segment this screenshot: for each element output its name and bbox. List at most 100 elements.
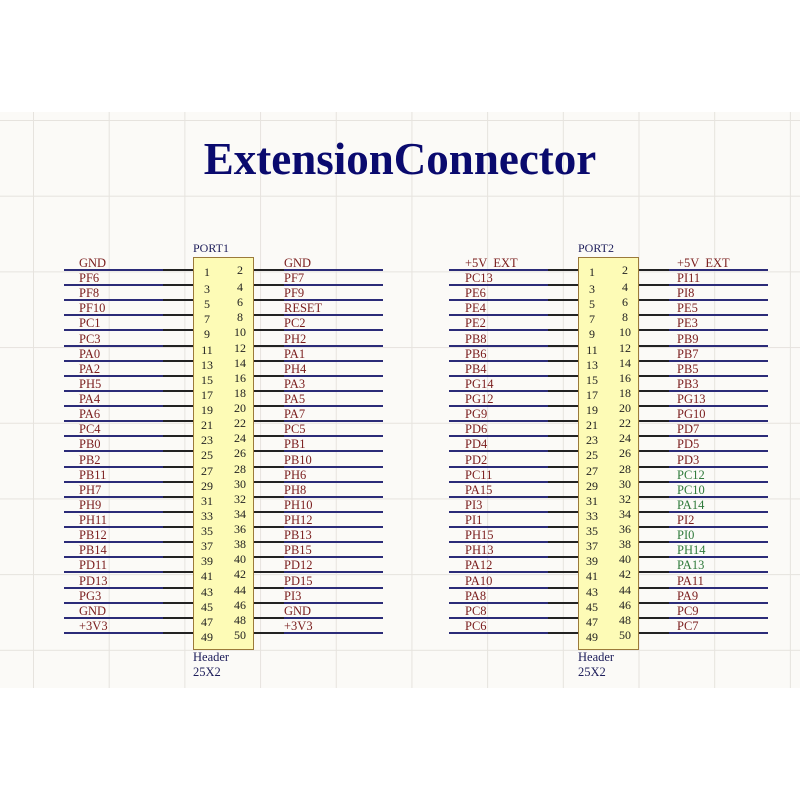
pin-number-even: 30 — [619, 477, 631, 491]
net-label-left: PD2 — [465, 453, 488, 467]
net-label-left: PC3 — [79, 332, 101, 346]
pin-number-odd: 33 — [201, 509, 213, 523]
pin-number-even: 42 — [619, 567, 631, 581]
pin-number-odd: 13 — [201, 358, 213, 372]
pin-number-odd: 47 — [201, 615, 213, 629]
net-wire-left — [64, 314, 193, 316]
net-label-left: PH5 — [79, 377, 102, 391]
net-wire-right — [254, 269, 383, 271]
net-wire-left — [449, 329, 578, 331]
net-wire-left — [449, 269, 578, 271]
schematic-sheet-grid — [0, 112, 800, 688]
net-wire-left — [64, 511, 193, 513]
pin-number-even: 26 — [234, 446, 246, 460]
net-wire-right — [639, 314, 768, 316]
net-wire-left — [449, 299, 578, 301]
net-label-left: PB6 — [465, 347, 487, 361]
net-label-right: PB9 — [677, 332, 699, 346]
net-label-right: PA14 — [677, 498, 705, 512]
net-label-right: PA11 — [677, 574, 704, 588]
pin-number-even: 38 — [619, 537, 631, 551]
schematic-title: ExtensionConnector — [203, 134, 597, 184]
pin-number-odd: 41 — [201, 569, 213, 583]
net-wire-right — [639, 329, 768, 331]
pin-number-odd: 13 — [586, 358, 598, 372]
pin-number-odd: 25 — [586, 448, 598, 462]
pin-number-even: 24 — [619, 431, 631, 445]
net-wire-left — [64, 450, 193, 452]
net-wire-left — [64, 466, 193, 468]
pin-number-even: 30 — [234, 477, 246, 491]
net-wire-right — [639, 571, 768, 573]
pin-number-odd: 23 — [586, 433, 598, 447]
pin-number-odd: 1 — [204, 265, 210, 279]
net-label-right: PH4 — [284, 362, 307, 376]
net-wire-left — [64, 405, 193, 407]
net-wire-right — [254, 345, 383, 347]
net-wire-left — [64, 571, 193, 573]
net-wire-left — [449, 420, 578, 422]
net-label-right: PA13 — [677, 558, 705, 572]
net-label-left: +3V3 — [79, 619, 108, 633]
pin-number-odd: 5 — [589, 297, 595, 311]
pin-number-even: 38 — [234, 537, 246, 551]
net-wire-left — [449, 526, 578, 528]
net-wire-left — [449, 450, 578, 452]
pin-number-even: 18 — [234, 386, 246, 400]
net-label-right: PD7 — [677, 422, 700, 436]
net-label-left: PG3 — [79, 589, 102, 603]
net-label-right: PC5 — [284, 422, 306, 436]
net-label-right: PI11 — [677, 271, 701, 285]
pin-number-odd: 45 — [586, 600, 598, 614]
pin-number-even: 40 — [234, 552, 246, 566]
net-wire-left — [449, 284, 578, 286]
pin-number-odd: 29 — [586, 479, 598, 493]
net-wire-right — [639, 269, 768, 271]
pin-number-even: 24 — [234, 431, 246, 445]
pin-number-even: 8 — [237, 310, 243, 324]
net-wire-left — [64, 481, 193, 483]
net-wire-right — [254, 571, 383, 573]
net-label-left: PB4 — [465, 362, 487, 376]
net-label-left: PD11 — [79, 558, 108, 572]
net-wire-left — [449, 314, 578, 316]
net-wire-right — [639, 345, 768, 347]
pin-number-even: 22 — [234, 416, 246, 430]
pin-number-even: 50 — [619, 628, 631, 642]
net-wire-right — [254, 556, 383, 558]
net-wire-right — [639, 375, 768, 377]
net-label-right: +5V EXT — [677, 256, 730, 270]
net-wire-right — [639, 587, 768, 589]
pin-number-odd: 35 — [201, 524, 213, 538]
pin-number-even: 6 — [237, 295, 243, 309]
net-wire-left — [449, 466, 578, 468]
pin-number-even: 32 — [234, 492, 246, 506]
net-label-left: PD13 — [79, 574, 108, 588]
net-wire-right — [254, 541, 383, 543]
net-label-left: PF6 — [79, 271, 100, 285]
pin-number-even: 34 — [234, 507, 246, 521]
pin-number-even: 20 — [234, 401, 246, 415]
net-wire-right — [254, 329, 383, 331]
pin-number-odd: 25 — [201, 448, 213, 462]
pin-number-odd: 39 — [586, 554, 598, 568]
net-label-right: PC2 — [284, 316, 306, 330]
net-label-left: PA15 — [465, 483, 493, 497]
pin-number-odd: 19 — [586, 403, 598, 417]
net-label-right: PH14 — [677, 543, 706, 557]
net-wire-left — [449, 587, 578, 589]
net-label-right: PE3 — [677, 316, 698, 330]
net-label-right: PD12 — [284, 558, 313, 572]
net-wire-right — [254, 420, 383, 422]
net-wire-left — [64, 299, 193, 301]
net-label-right: PI2 — [677, 513, 695, 527]
net-label-right: PD15 — [284, 574, 313, 588]
pin-number-odd: 45 — [201, 600, 213, 614]
net-label-right: PB10 — [284, 453, 312, 467]
net-wire-left — [64, 269, 193, 271]
pin-number-even: 2 — [237, 263, 243, 277]
net-label-left: PB14 — [79, 543, 107, 557]
net-label-right: PE5 — [677, 301, 698, 315]
net-wire-right — [254, 435, 383, 437]
net-label-right: PI3 — [284, 589, 302, 603]
